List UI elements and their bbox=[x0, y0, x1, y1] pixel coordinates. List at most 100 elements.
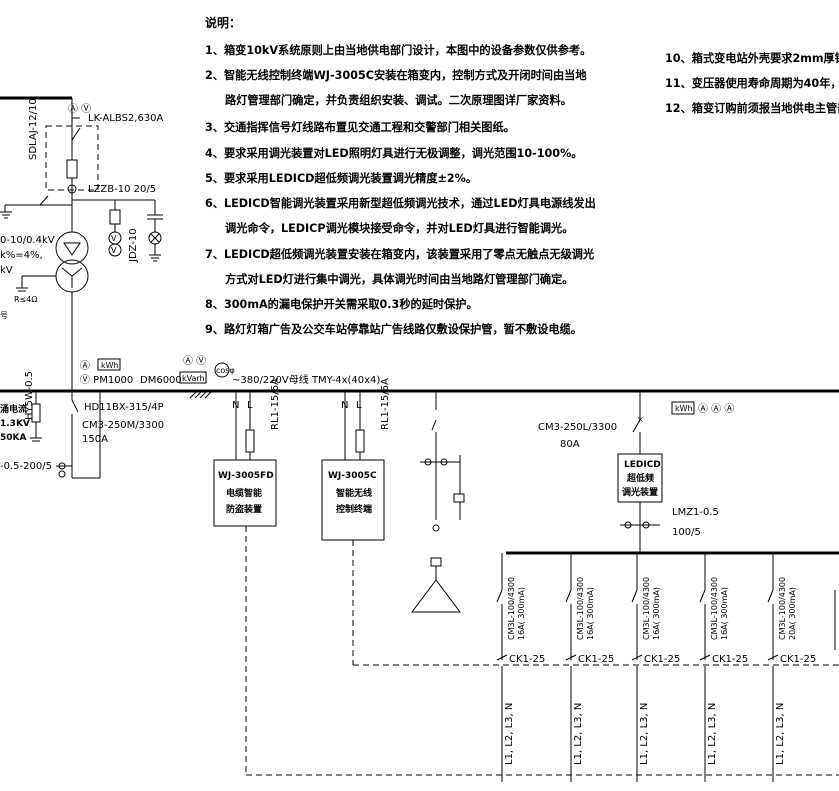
hv-load-switch-icon bbox=[71, 127, 81, 141]
control-fuse-icon bbox=[355, 429, 365, 453]
dimming-section: kWh Ⓐ Ⓐ Ⓐ × CM3-250L/3300 80A LEDICD 超低频… bbox=[506, 391, 839, 555]
branch-3: CM3L-100/4300 16A( 300mA) CK1-25 L1, L2,… bbox=[631, 553, 680, 782]
dimming-device-2: 超低频 bbox=[626, 472, 654, 484]
dimming-device-box bbox=[617, 453, 663, 503]
left-edge-label: 号 bbox=[0, 311, 8, 320]
contactor-icon bbox=[496, 654, 508, 661]
signal-node-icon bbox=[432, 524, 440, 532]
note-item: 调光命令，LEDICP调光模块接受命令，并对LED灯具进行智能调光。 bbox=[225, 222, 574, 235]
hv-ct-label: LZZB-10 20/5 bbox=[88, 184, 156, 195]
busbar-hatch bbox=[204, 391, 212, 399]
branch-breaker-rating: 16A( 300mA) bbox=[517, 587, 526, 640]
signal-light-icon bbox=[411, 579, 461, 613]
note-item: 路灯管理部门确定，并负责组织安装、调试。二次原理图详厂家资料。 bbox=[225, 94, 572, 107]
control-fuse-label: RL1-15/6A bbox=[270, 378, 281, 430]
wireless-controller-model: WJ-3005C bbox=[328, 471, 377, 481]
cos-meter-icon bbox=[214, 362, 230, 378]
note-item: 方式对LED灯进行集中调光，具体调光时间由当地路灯管理部门确定。 bbox=[225, 273, 574, 286]
lv-ct-label: -0.5-200/5 bbox=[0, 461, 52, 472]
transformer-secondary-icon bbox=[71, 267, 83, 277]
branch-phase-label: L1, L2, L3, N bbox=[775, 703, 786, 765]
transformer-ratio: 0-10/0.4kV bbox=[0, 235, 55, 246]
control-unit-2: N L RL1-15/6A WJ-3005C 智能无线 控制终端 bbox=[246, 378, 839, 776]
kwh-meter-icon bbox=[97, 358, 121, 371]
surge-label-3: 50KA bbox=[0, 433, 26, 443]
note-item-right: 11、变压器使用寿命周期为40年， bbox=[665, 77, 839, 90]
signal-switch-icon bbox=[431, 419, 437, 431]
contactor-label: CK1-25 bbox=[644, 654, 680, 665]
hv-switch-label: LK-ALBS2,630A bbox=[88, 113, 164, 124]
hv-fuse-label: SDLAJ-12/10 bbox=[28, 98, 39, 160]
branch-breaker-label: CM3L-100/4300 bbox=[642, 577, 651, 640]
branch-breaker-icon bbox=[767, 589, 774, 603]
note-item: 1、箱变10kV系统原则上由当地供电部门设计，本图中的设备参数仅供参考。 bbox=[205, 44, 592, 57]
note-item: 6、LEDICD智能调光装置采用新型超低频调光技术，通过LED灯具电源线发出 bbox=[205, 197, 596, 210]
arrester-label: HY5W-0.5 bbox=[24, 371, 35, 420]
dimming-ct-ratio: 100/5 bbox=[672, 527, 701, 538]
hv-pt-label: JDZ-10 bbox=[128, 228, 139, 263]
contactor-label: CK1-25 bbox=[780, 654, 816, 665]
hv-pt-fuse-icon bbox=[109, 209, 121, 225]
pt-v-symbol: V bbox=[111, 246, 117, 255]
note-item: 2、智能无线控制终端WJ-3005C安装在箱变内，控制方式及开闭时间由当地 bbox=[205, 69, 587, 82]
branch-breaker-rating: 16A( 300mA) bbox=[652, 587, 661, 640]
main-breaker-label: CM3-250M/3300 bbox=[82, 420, 164, 431]
dimming-kwh-icon bbox=[671, 401, 695, 415]
contactor-icon bbox=[565, 654, 577, 661]
control-fuse-label: RL1-15/6A bbox=[380, 378, 391, 430]
anti-theft-box bbox=[213, 459, 277, 527]
branch-breaker-icon bbox=[496, 589, 503, 603]
dimming-ct-icon bbox=[624, 521, 632, 529]
dimming-breaker-label: CM3-250L/3300 bbox=[538, 422, 617, 433]
kvarh-meter-icon bbox=[179, 371, 207, 384]
transformer-primary-icon bbox=[63, 242, 81, 256]
busbar-hatch bbox=[199, 391, 207, 399]
hv-fuse-icon bbox=[66, 159, 78, 179]
signal-fuse-icon bbox=[453, 493, 465, 503]
signal-ct-icon bbox=[424, 458, 432, 466]
line-label: L bbox=[356, 400, 362, 411]
branch-1: CM3L-100/4300 16A( 300mA) CK1-25 L1, L2,… bbox=[496, 553, 545, 782]
dimming-breaker-icon bbox=[632, 419, 641, 433]
branch-breaker-rating: 16A( 300mA) bbox=[586, 587, 595, 640]
branch-breaker-icon bbox=[699, 589, 706, 603]
branch-breaker-icon bbox=[565, 589, 572, 603]
branch-2: CM3L-100/4300 16A( 300mA) CK1-25 L1, L2,… bbox=[565, 553, 614, 782]
main-breaker-rating: 150A bbox=[82, 434, 108, 445]
dimming-breaker-x: × bbox=[637, 415, 644, 424]
dimming-kwh-label: kWh bbox=[675, 404, 693, 413]
hv-meter-av: Ⓐ Ⓥ bbox=[68, 103, 91, 115]
dm-meter-label: DM6000 bbox=[140, 375, 182, 386]
lv-ammeter-icon: Ⓐ bbox=[80, 360, 90, 372]
note-item: 8、300mA的漏电保护开关需采取0.3秒的延时保护。 bbox=[205, 298, 478, 311]
branch-phase-label: L1, L2, L3, N bbox=[504, 703, 515, 765]
hv-section: Ⓐ Ⓥ LK-ALBS2,630A SDLAJ-12/10 LZZB-10 20… bbox=[0, 96, 164, 391]
surge-label-2: 1.3KV bbox=[0, 419, 30, 429]
control-fuse-icon bbox=[245, 429, 255, 453]
contactor-icon bbox=[699, 654, 711, 661]
branch-breaker-icon bbox=[631, 589, 638, 603]
surge-label-1: 涌电流 bbox=[0, 403, 27, 415]
branch-breaker-label: CM3L-100/4300 bbox=[576, 577, 585, 640]
hv-ct-icon bbox=[67, 184, 77, 194]
anti-theft-model: WJ-3005FD bbox=[218, 471, 274, 481]
note-item: 4、要求采用调光装置对LED照明灯具进行无极调整，调光范围10-100%。 bbox=[205, 147, 583, 160]
transformer-impedance: k%=4%, bbox=[0, 250, 43, 261]
transformer-kv: kV bbox=[0, 265, 13, 276]
branch-breaker-label: CM3L-100/4300 bbox=[507, 577, 516, 640]
notes-title: 说明： bbox=[205, 16, 242, 30]
dimming-device-3: 调光装置 bbox=[622, 486, 658, 498]
note-item: 7、LEDICD超低频调光装置安装在箱变内，该装置采用了零点无触点无级调光 bbox=[205, 248, 595, 261]
branch-breaker-label: CM3L-100/4300 bbox=[710, 577, 719, 640]
note-item-right: 12、箱变订购前须报当地供电主管部 bbox=[665, 102, 839, 115]
dimming-device-1: LEDICD bbox=[624, 460, 661, 470]
cos-label: cosφ bbox=[216, 366, 235, 375]
dimming-ct-label: LMZ1-0.5 bbox=[672, 507, 719, 518]
note-item: 3、交通指挥信号灯线路布置见交通工程和交警部门相关图纸。 bbox=[205, 121, 515, 134]
busbar-label: ~380/220V母线 TMY-4x(40x4) bbox=[232, 373, 380, 386]
branch-phase-label: L1, L2, L3, N bbox=[573, 703, 584, 765]
contactor-label: CK1-25 bbox=[712, 654, 748, 665]
pt-voltmeter-icon bbox=[108, 243, 122, 257]
signal-circuit bbox=[411, 391, 465, 613]
branch-breaker-rating: 16A( 300mA) bbox=[720, 587, 729, 640]
